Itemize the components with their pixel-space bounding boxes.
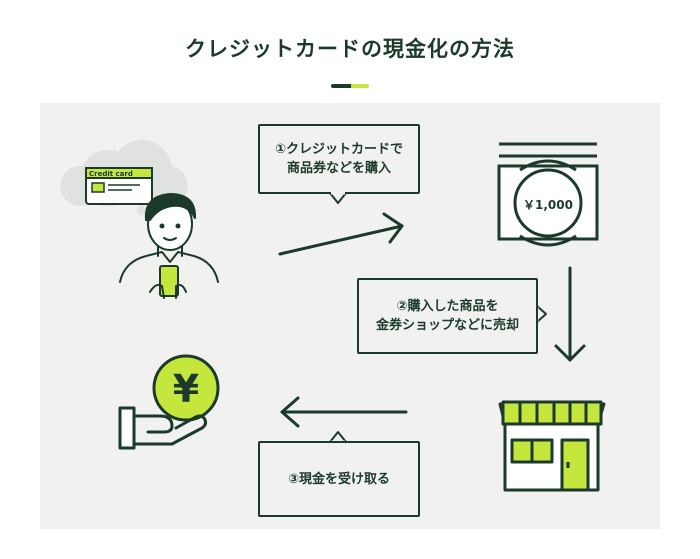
step-1-line-1: ①クレジットカードで <box>274 142 403 157</box>
voucher-amount: ￥1,000 <box>523 198 573 212</box>
yen-symbol: ¥ <box>173 367 199 411</box>
shop-icon <box>498 400 606 492</box>
voucher-icon <box>497 142 599 247</box>
title-underline-dark <box>331 84 351 88</box>
step-1-bubble: ①クレジットカードで 商品券などを購入 <box>258 124 420 194</box>
yen-coin-icon <box>152 354 220 422</box>
step-3-line-1: ③現金を受け取る <box>287 471 390 487</box>
step-3-bubble: ③現金を受け取る <box>258 441 420 517</box>
arrow-to-voucher <box>278 212 404 256</box>
step-2-line-2: 金券ショップなどに売却 <box>375 318 519 333</box>
title-underline <box>331 84 369 88</box>
arrow-left <box>280 396 408 428</box>
step-2-bubble: ②購入した商品を 金券ショップなどに売却 <box>357 278 538 354</box>
arrow-down <box>554 266 586 362</box>
step-1-line-2: 商品券などを購入 <box>286 161 391 176</box>
step-2-line-1: ②購入した商品を <box>396 299 499 314</box>
page-title: クレジットカードの現金化の方法 <box>185 37 515 61</box>
credit-card-label: Credit card <box>89 170 133 178</box>
title-underline-lime <box>351 84 369 88</box>
hand-icon <box>118 406 208 450</box>
credit-card-icon <box>85 167 153 205</box>
person-with-phone <box>119 193 219 299</box>
